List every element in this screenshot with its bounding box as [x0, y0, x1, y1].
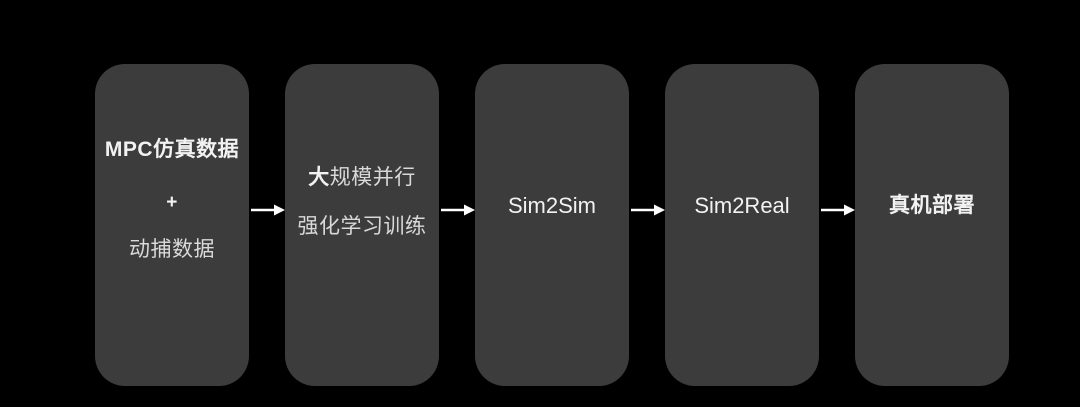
box-label-deployment: 真机部署 [889, 194, 975, 217]
box-label-sim2real: Sim2Real [694, 193, 790, 218]
line-rest: 规模并行 [329, 166, 416, 189]
arrow-right-icon [631, 204, 665, 216]
bold-prefix: 大 [308, 166, 330, 189]
box-line-large-scale-parallel: 大规模并行 [285, 165, 439, 191]
box-label-sim2sim: Sim2Sim [507, 193, 596, 218]
flow-box-sim2real: Sim2Real [665, 64, 819, 386]
box-line-rl-training: 强化学习训练 [297, 215, 427, 238]
box-line-mpc-sim-data: MPC仿真数据 [104, 138, 240, 161]
flow-box-real-robot-deployment: 真机部署 [855, 64, 1009, 386]
flow-box-sim2sim: Sim2Sim [475, 64, 629, 386]
arrow-right-icon [441, 204, 475, 216]
arrow-right-icon [251, 204, 285, 216]
box-line-mocap-data: 动捕数据 [129, 238, 215, 261]
plus-sign: + [166, 192, 178, 213]
arrow-right-icon [821, 204, 855, 216]
flow-box-parallel-rl-training: 大规模并行 强化学习训练 [285, 64, 439, 386]
flow-box-training-data: MPC仿真数据 + 动捕数据 [95, 64, 249, 386]
